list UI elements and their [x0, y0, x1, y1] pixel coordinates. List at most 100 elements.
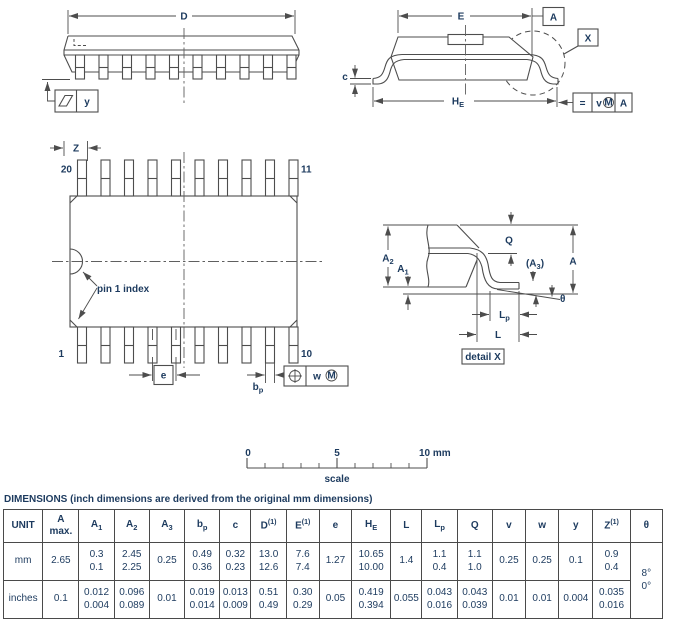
- pitch-box: [153, 364, 174, 386]
- right-lead-inner: [526, 58, 554, 85]
- value-cell: 0.32 0.23: [219, 542, 252, 581]
- detail-x-label: X: [585, 34, 592, 45]
- column-header: E(1): [285, 509, 320, 543]
- column-header: θ: [629, 509, 664, 543]
- value-cell: 0.25: [148, 542, 186, 581]
- unit-cell: mm: [2, 542, 44, 581]
- value-cell: 13.0 12.6: [250, 542, 287, 581]
- mmc-circle-icon: [603, 97, 614, 108]
- value-cell: 0.25: [491, 542, 527, 581]
- dim-label-d: D: [180, 12, 187, 23]
- tolerance-v-label: v: [596, 99, 602, 110]
- left-lead-tip: [372, 78, 378, 85]
- value-cell: 0.05: [318, 580, 353, 619]
- column-header: L: [390, 509, 423, 543]
- column-header: A2: [113, 509, 150, 543]
- scale-bar: 0 5 10 mm scale: [245, 448, 451, 485]
- dim-label-a1: A1: [397, 264, 408, 277]
- scale-tick-5-label: 5: [334, 448, 340, 459]
- value-cell: 0.043 0.039: [456, 580, 493, 619]
- value-cell: 7.6 7.4: [285, 542, 320, 581]
- right-lead-tip: [553, 78, 559, 85]
- detail-caption: detail X: [465, 352, 501, 363]
- value-cell: 1.27: [318, 542, 353, 581]
- theta-value-cell: 8° 0°: [629, 542, 664, 619]
- flatness-icon: [58, 94, 74, 107]
- column-header: UNIT: [2, 509, 44, 543]
- value-cell: 0.01: [148, 580, 186, 619]
- left-lead-outer: [372, 53, 403, 80]
- foot-angle-line: [496, 289, 561, 300]
- pin-number-11: 11: [301, 165, 312, 176]
- value-cell: 10.65 10.00: [351, 542, 392, 581]
- value-cell: 0.419 0.394: [351, 580, 392, 619]
- bottom-pins: [76, 326, 299, 364]
- dim-label-a3: (A3): [526, 259, 544, 272]
- dim-label-e: e: [161, 371, 167, 382]
- dim-label-theta: θ: [560, 294, 565, 305]
- value-cell: 1.4: [390, 542, 423, 581]
- dim-label-lp: Lp: [499, 310, 510, 323]
- detail-caption-box: [461, 348, 505, 365]
- column-header: D(1): [250, 509, 287, 543]
- value-cell: 0.01: [491, 580, 527, 619]
- column-header: w: [525, 509, 560, 543]
- column-header: v: [491, 509, 527, 543]
- value-cell: 0.51 0.49: [250, 580, 287, 619]
- value-cell: 0.055: [390, 580, 423, 619]
- column-header: A1: [78, 509, 115, 543]
- column-header: Lp: [421, 509, 458, 543]
- unit-cell: inches: [2, 580, 44, 619]
- side-view: D y: [42, 10, 300, 113]
- body-break-edge: [426, 224, 430, 288]
- column-header: bp: [184, 509, 221, 543]
- leader-arrow: [82, 271, 98, 287]
- dim-label-a: A: [569, 257, 576, 268]
- tolerance-frame: [283, 365, 349, 387]
- value-cell: 2.65: [42, 542, 80, 581]
- value-cell: 0.019 0.014: [184, 580, 221, 619]
- leader: [563, 45, 579, 55]
- mmc-circle-icon: [325, 369, 338, 382]
- scale-minor-ticks: [264, 463, 410, 468]
- corner-bevels: [69, 195, 298, 328]
- column-header: c: [219, 509, 252, 543]
- scale-caption: scale: [324, 474, 349, 485]
- pin-number-1: 1: [58, 349, 64, 360]
- value-cell: 0.096 0.089: [113, 580, 150, 619]
- column-header: HE: [351, 509, 392, 543]
- dim-label-q: Q: [505, 236, 513, 247]
- dim-label-z: Z: [73, 144, 79, 155]
- value-cell: 0.1: [558, 542, 594, 581]
- value-cell: 0.012 0.004: [78, 580, 115, 619]
- value-cell: 0.3 0.1: [78, 542, 115, 581]
- dim-label-c: c: [342, 72, 348, 83]
- datum-a-box: [542, 6, 565, 27]
- column-header: Q: [456, 509, 493, 543]
- dim-label-e: E: [458, 12, 465, 23]
- frame-datum-label: A: [620, 99, 627, 110]
- value-cell: 0.9 0.4: [592, 542, 631, 581]
- value-cell: 0.49 0.36: [184, 542, 221, 581]
- value-cell: 0.30 0.29: [285, 580, 320, 619]
- mmc-m-label: M: [327, 371, 335, 382]
- value-cell: 1.1 1.0: [456, 542, 493, 581]
- leader-arrow: [78, 287, 98, 320]
- pin1-mark-dashed: [73, 39, 86, 46]
- leader-arrow: [44, 82, 55, 102]
- dim-label-bp: bp: [253, 382, 264, 395]
- column-header: Z(1): [592, 509, 631, 543]
- value-cell: 0.013 0.009: [219, 580, 252, 619]
- pin1-index-label: pin 1 index: [97, 284, 150, 295]
- pin-number-20: 20: [61, 165, 73, 176]
- detail-x-box: [577, 28, 599, 47]
- dim-label-a2: A2: [382, 254, 393, 267]
- end-view: E A X c HE = v M A: [342, 6, 633, 113]
